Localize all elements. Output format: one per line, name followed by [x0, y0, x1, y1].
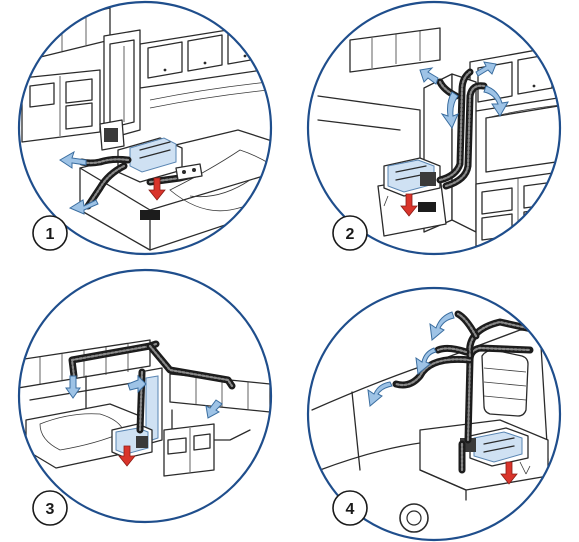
- panel-2-number: 2: [346, 226, 355, 243]
- panel-1-ring: [17, 0, 273, 256]
- panel-3-number: 3: [46, 501, 55, 518]
- panel-2: 2: [306, 0, 562, 256]
- panel-1-badge: 1: [32, 215, 68, 251]
- panel-4-badge: 4: [332, 490, 368, 526]
- panel-1-illustration: [19, 2, 271, 254]
- panel-4-ring: [306, 286, 562, 542]
- panel-4-number: 4: [346, 501, 355, 518]
- panel-3-badge: 3: [32, 490, 68, 526]
- panel-2-ring: [306, 0, 562, 256]
- panel-3: 3: [17, 268, 273, 526]
- panel-2-badge: 2: [332, 215, 368, 251]
- panel-1-number: 1: [46, 226, 55, 243]
- panel-4: 4: [306, 286, 562, 542]
- panel-3-ring: [17, 268, 273, 524]
- panel-1: 1: [17, 0, 273, 256]
